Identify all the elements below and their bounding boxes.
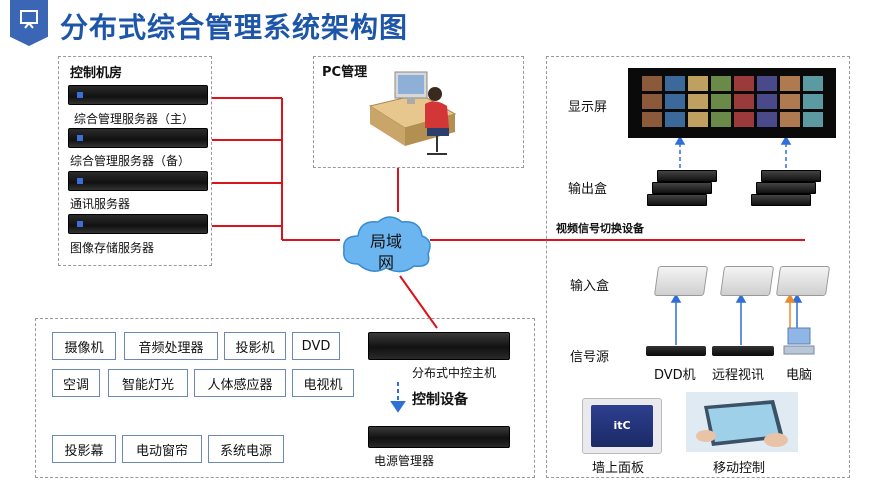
computer-icon xyxy=(783,327,815,355)
video-wall-tile xyxy=(757,94,777,109)
pc-management-heading: PC管理 xyxy=(322,65,368,80)
wall-panel-device: itC xyxy=(582,398,662,454)
central-control-host xyxy=(368,332,510,360)
pc-management-panel xyxy=(313,56,524,168)
device-motion-sensor: 人体感应器 xyxy=(194,369,286,397)
power-manager-label: 电源管理器 xyxy=(374,454,435,468)
video-wall-tile xyxy=(711,112,731,127)
video-wall-tile xyxy=(780,94,800,109)
device-audio-processor: 音频处理器 xyxy=(124,332,218,360)
control-devices-label: 控制设备 xyxy=(412,392,468,408)
server-backup-label: 综合管理服务器（备） xyxy=(70,154,191,168)
video-wall-tile xyxy=(803,94,823,109)
server-main xyxy=(68,85,208,105)
output-box-2a xyxy=(761,170,821,182)
video-wall-tile xyxy=(665,76,685,91)
device-projector: 投影机 xyxy=(224,332,286,360)
video-wall-tile xyxy=(757,112,777,127)
source-computer-label: 电脑 xyxy=(786,368,813,383)
device-air-conditioner: 空调 xyxy=(52,369,100,397)
lan-cloud-label-1: 局域 xyxy=(369,232,402,251)
server-comm-label: 通讯服务器 xyxy=(70,197,131,211)
control-room-panel xyxy=(58,56,212,266)
device-tv: 电视机 xyxy=(292,369,354,397)
input-box-3 xyxy=(775,266,831,296)
output-box-1a xyxy=(657,170,717,182)
video-wall-display xyxy=(628,68,836,138)
central-control-host-label: 分布式中控主机 xyxy=(412,366,497,380)
device-projection-screen: 投影幕 xyxy=(52,435,116,463)
video-wall-tile xyxy=(780,112,800,127)
device-system-power: 系统电源 xyxy=(208,435,284,463)
lan-cloud-icon xyxy=(343,216,431,273)
video-wall-tile xyxy=(688,94,708,109)
lan-cloud-label-2: 网 xyxy=(377,253,394,272)
video-wall-tile xyxy=(711,94,731,109)
pc-workstation-illustration xyxy=(368,71,457,155)
video-wall-tile xyxy=(757,76,777,91)
mobile-control-label: 移动控制 xyxy=(713,461,766,476)
server-storage-label: 图像存储服务器 xyxy=(70,241,155,255)
mobile-tablet-illustration xyxy=(686,392,798,452)
server-comm xyxy=(68,171,208,191)
devices-panel xyxy=(35,318,535,478)
device-smart-lighting: 智能灯光 xyxy=(108,369,188,397)
video-wall-tile xyxy=(803,112,823,127)
source-dvd-label: DVD机 xyxy=(654,368,696,383)
input-box-2 xyxy=(719,266,775,296)
video-wall-tile xyxy=(734,112,754,127)
device-dvd: DVD xyxy=(292,332,340,360)
title-badge xyxy=(10,0,48,46)
signal-source-label: 信号源 xyxy=(570,350,610,365)
output-box-label: 输出盒 xyxy=(568,182,608,197)
display-label: 显示屏 xyxy=(568,100,608,115)
video-wall-tile xyxy=(642,94,662,109)
output-box-1c xyxy=(647,194,707,206)
video-wall-tile xyxy=(665,94,685,109)
video-wall-tile xyxy=(642,112,662,127)
video-system-panel xyxy=(546,56,850,478)
video-conference-unit xyxy=(712,346,774,356)
control-room-heading: 控制机房 xyxy=(70,66,123,81)
power-manager xyxy=(368,426,510,448)
server-backup xyxy=(68,128,208,148)
output-box-1b xyxy=(652,182,712,194)
dvd-player xyxy=(646,346,706,356)
device-motorized-curtain: 电动窗帘 xyxy=(122,435,202,463)
source-conference-label: 远程视讯 xyxy=(712,368,765,383)
device-camera: 摄像机 xyxy=(52,332,116,360)
video-wall-tile xyxy=(642,76,662,91)
video-wall-tile xyxy=(734,76,754,91)
video-wall-tile xyxy=(780,76,800,91)
presentation-icon xyxy=(20,10,38,29)
video-wall-tile xyxy=(734,94,754,109)
input-box-1 xyxy=(653,266,709,296)
wall-panel-label: 墙上面板 xyxy=(592,461,645,476)
server-main-label: 综合管理服务器（主） xyxy=(74,112,195,126)
video-wall-tile xyxy=(688,76,708,91)
wall-panel-screen: itC xyxy=(591,405,653,447)
output-box-2c xyxy=(751,194,811,206)
video-wall-tile xyxy=(803,76,823,91)
video-switch-label: 视频信号切换设备 xyxy=(556,222,644,235)
server-storage xyxy=(68,214,208,234)
video-wall-tile xyxy=(688,112,708,127)
output-box-2b xyxy=(756,182,816,194)
input-box-label: 输入盒 xyxy=(570,279,610,294)
page-title: 分布式综合管理系统架构图 xyxy=(60,11,409,44)
video-wall-tile xyxy=(711,76,731,91)
video-wall-tile xyxy=(665,112,685,127)
